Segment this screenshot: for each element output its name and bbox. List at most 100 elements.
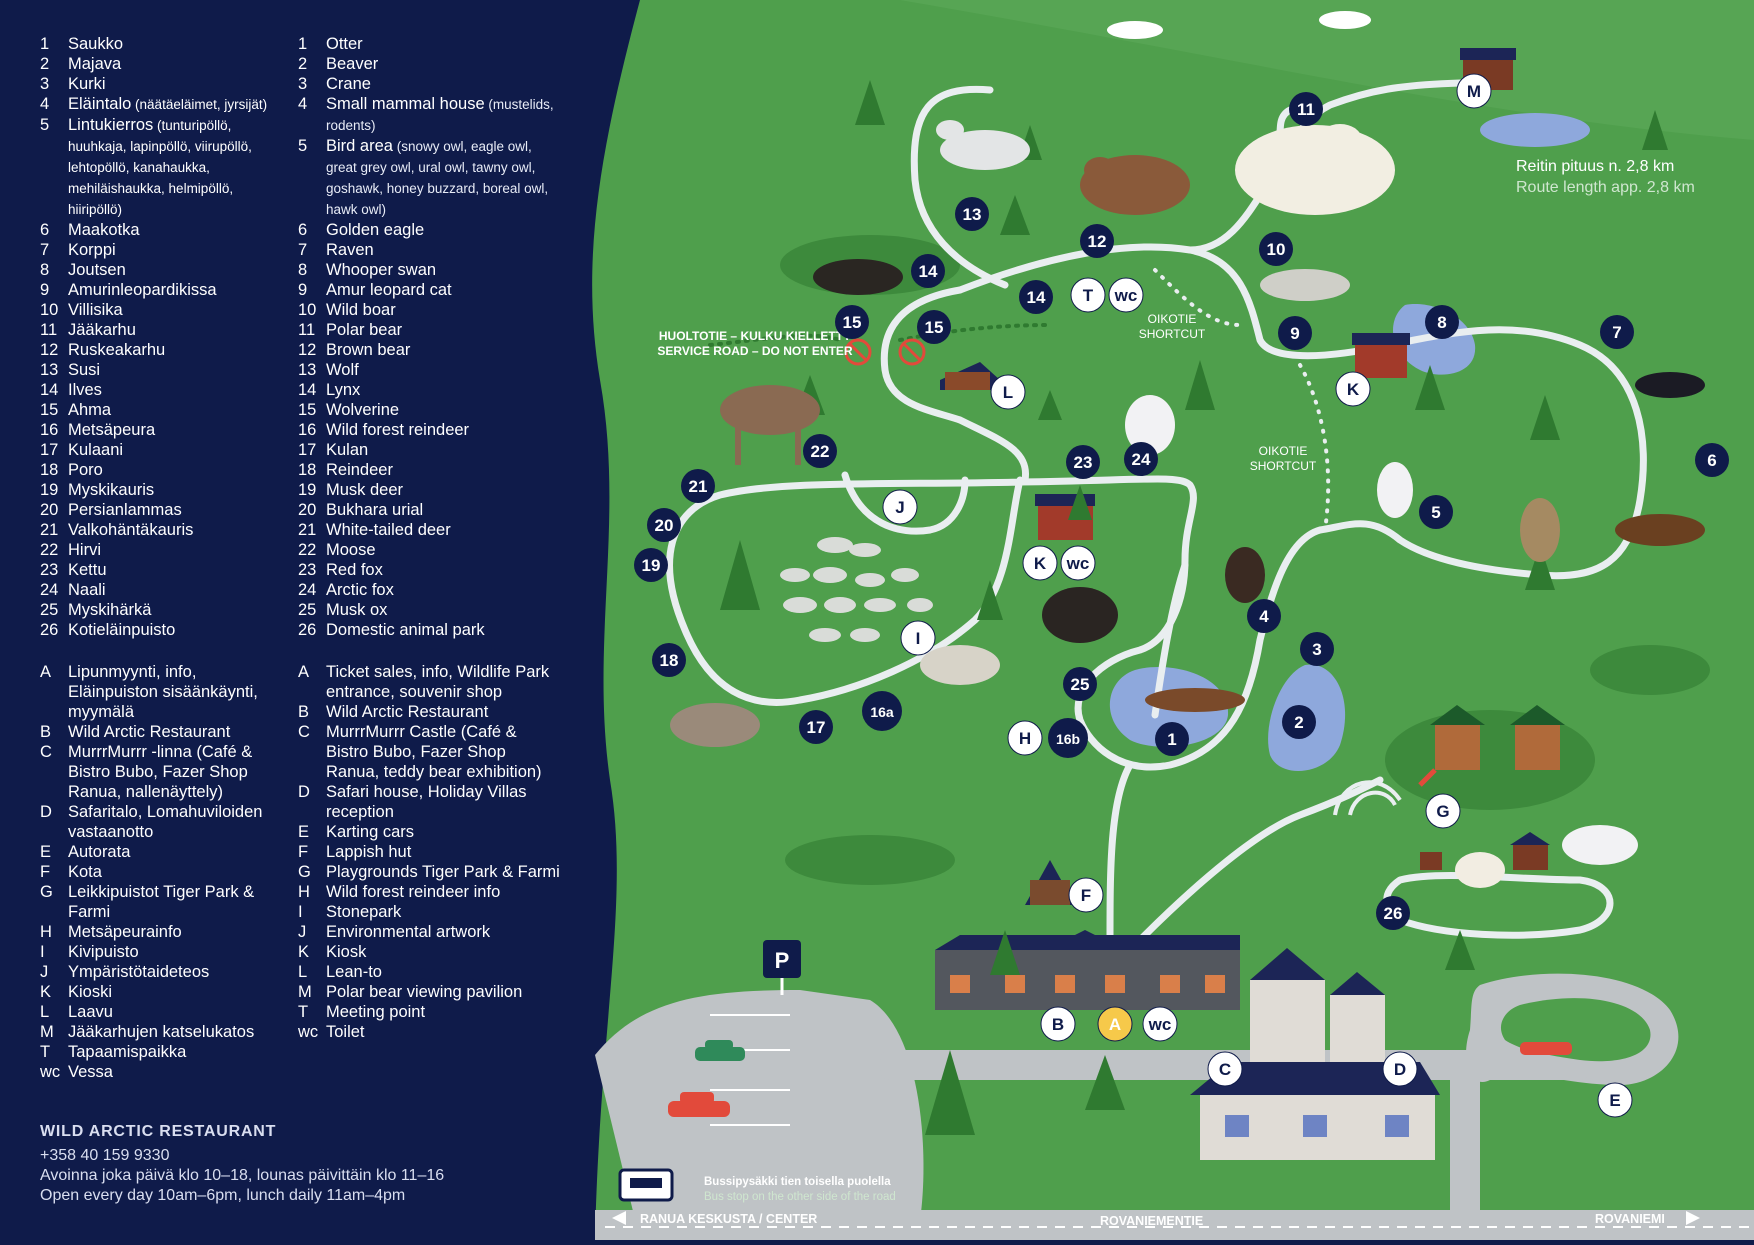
marker-circle [652, 643, 686, 677]
restaurant-phone[interactable]: +358 40 159 9330 [40, 1147, 170, 1164]
marker-circle [1300, 632, 1334, 666]
marker-label: 20 [655, 516, 674, 535]
animal-marker[interactable]: 4 [1247, 599, 1281, 633]
animal-marker[interactable]: 24 [1124, 442, 1158, 476]
marker-label: F [1081, 886, 1091, 905]
service-marker[interactable]: E [1597, 1082, 1633, 1118]
animal-marker[interactable]: 2 [1282, 705, 1316, 739]
legend-label: Lintukierros [68, 116, 154, 134]
service-marker[interactable]: G [1425, 793, 1461, 829]
marker-circle [1080, 224, 1114, 258]
animal-marker[interactable]: 16b [1048, 718, 1088, 758]
legend-key: K [40, 983, 52, 1001]
legend-row: C MurrrMurrr -linna (Café & Bistro Bubo,… [40, 742, 280, 802]
animal-marker[interactable]: 14 [911, 254, 945, 288]
service-marker[interactable]: A [1097, 1006, 1133, 1042]
animal-marker[interactable]: 8 [1425, 305, 1459, 339]
animal-marker[interactable]: 22 [803, 434, 837, 468]
animal-marker[interactable]: 18 [652, 643, 686, 677]
service-marker[interactable]: wc [1060, 545, 1096, 581]
marker-circle [1060, 545, 1096, 581]
marker-circle [1289, 92, 1323, 126]
legend-key: 22 [40, 541, 59, 559]
legend-label: Laavu [68, 1003, 113, 1021]
legend-label: Arctic fox [326, 581, 394, 599]
service-marker[interactable]: wc [1142, 1006, 1178, 1042]
legend-row: C MurrrMurrr Castle (Café & Bistro Bubo,… [298, 722, 563, 782]
animal-marker[interactable]: 16a [862, 691, 902, 731]
service-marker[interactable]: wc [1108, 277, 1144, 313]
marker-label: 16b [1056, 731, 1080, 747]
animal-marker[interactable]: 13 [955, 197, 989, 231]
legend-label: Vessa [68, 1063, 113, 1081]
service-marker[interactable]: M [1456, 73, 1492, 109]
service-marker[interactable]: K [1335, 371, 1371, 407]
service-marker[interactable]: L [990, 374, 1026, 410]
legend-label: Raven [326, 241, 374, 259]
no-entry-icon [844, 338, 872, 366]
animal-marker[interactable]: 23 [1066, 445, 1100, 479]
legend-label: Myskihärkä [68, 601, 152, 619]
service-marker[interactable]: I [900, 620, 936, 656]
brown-bear-animal [1080, 155, 1190, 215]
service-marker[interactable]: F [1068, 877, 1104, 913]
barn [1420, 832, 1550, 870]
animal-marker[interactable]: 5 [1419, 495, 1453, 529]
animal-marker[interactable]: 25 [1063, 667, 1097, 701]
legend-label: Poro [68, 461, 103, 479]
service-marker[interactable]: D [1382, 1051, 1418, 1087]
animal-marker[interactable]: 9 [1278, 316, 1312, 350]
legend-key: 3 [40, 75, 50, 93]
legend-label: Kettu [68, 561, 107, 579]
service-marker[interactable]: J [882, 489, 918, 525]
sheep-animal [1455, 852, 1505, 888]
marker-circle [1022, 545, 1058, 581]
legend-label: Karting cars [326, 823, 415, 841]
animal-marker[interactable]: 6 [1695, 443, 1729, 477]
marker-label: 10 [1267, 240, 1286, 259]
eagle-animal [1615, 514, 1705, 546]
legend-key: C [40, 743, 52, 761]
legend-key: 6 [298, 221, 308, 239]
animal-marker[interactable]: 12 [1080, 224, 1114, 258]
service-road-label: HUOLTOTIE – KULKU KIELLETTY [659, 329, 851, 343]
legend-label: Susi [68, 361, 101, 379]
animal-marker[interactable]: 15 [917, 310, 951, 344]
animal-marker[interactable]: 7 [1600, 315, 1634, 349]
service-marker[interactable]: C [1207, 1051, 1243, 1087]
animal-marker[interactable]: 10 [1259, 232, 1293, 266]
service-marker[interactable]: T [1070, 277, 1106, 313]
animal-marker[interactable]: 11 [1289, 92, 1323, 126]
marker-label: wc [1066, 554, 1090, 573]
service-marker[interactable]: B [1040, 1006, 1076, 1042]
animal-marker[interactable]: 20 [647, 508, 681, 542]
animal-marker[interactable]: 26 [1376, 896, 1410, 930]
animal-marker[interactable]: 15 [835, 305, 869, 339]
legend-key: 13 [298, 361, 317, 379]
legend-detail: (mustelids, rodents) [326, 97, 554, 133]
kiosk-building [1352, 333, 1410, 378]
arrow-left-icon [612, 1211, 626, 1225]
animal-marker[interactable]: 19 [634, 548, 668, 582]
animal-marker[interactable]: 14 [1019, 280, 1053, 314]
animal-marker[interactable]: 21 [681, 469, 715, 503]
service-marker[interactable]: K [1022, 545, 1058, 581]
legend-key: 1 [298, 35, 308, 53]
animal-marker[interactable]: 1 [1155, 722, 1189, 756]
service-marker[interactable]: H [1007, 720, 1043, 756]
marker-circle [955, 197, 989, 231]
animal-marker[interactable]: 17 [799, 710, 833, 744]
legend-label: Kurki [68, 75, 106, 93]
animal-marker[interactable]: 3 [1300, 632, 1334, 666]
legend-key: 17 [298, 441, 317, 459]
reindeer-animal [920, 645, 1000, 685]
legend-key: 19 [298, 481, 317, 499]
